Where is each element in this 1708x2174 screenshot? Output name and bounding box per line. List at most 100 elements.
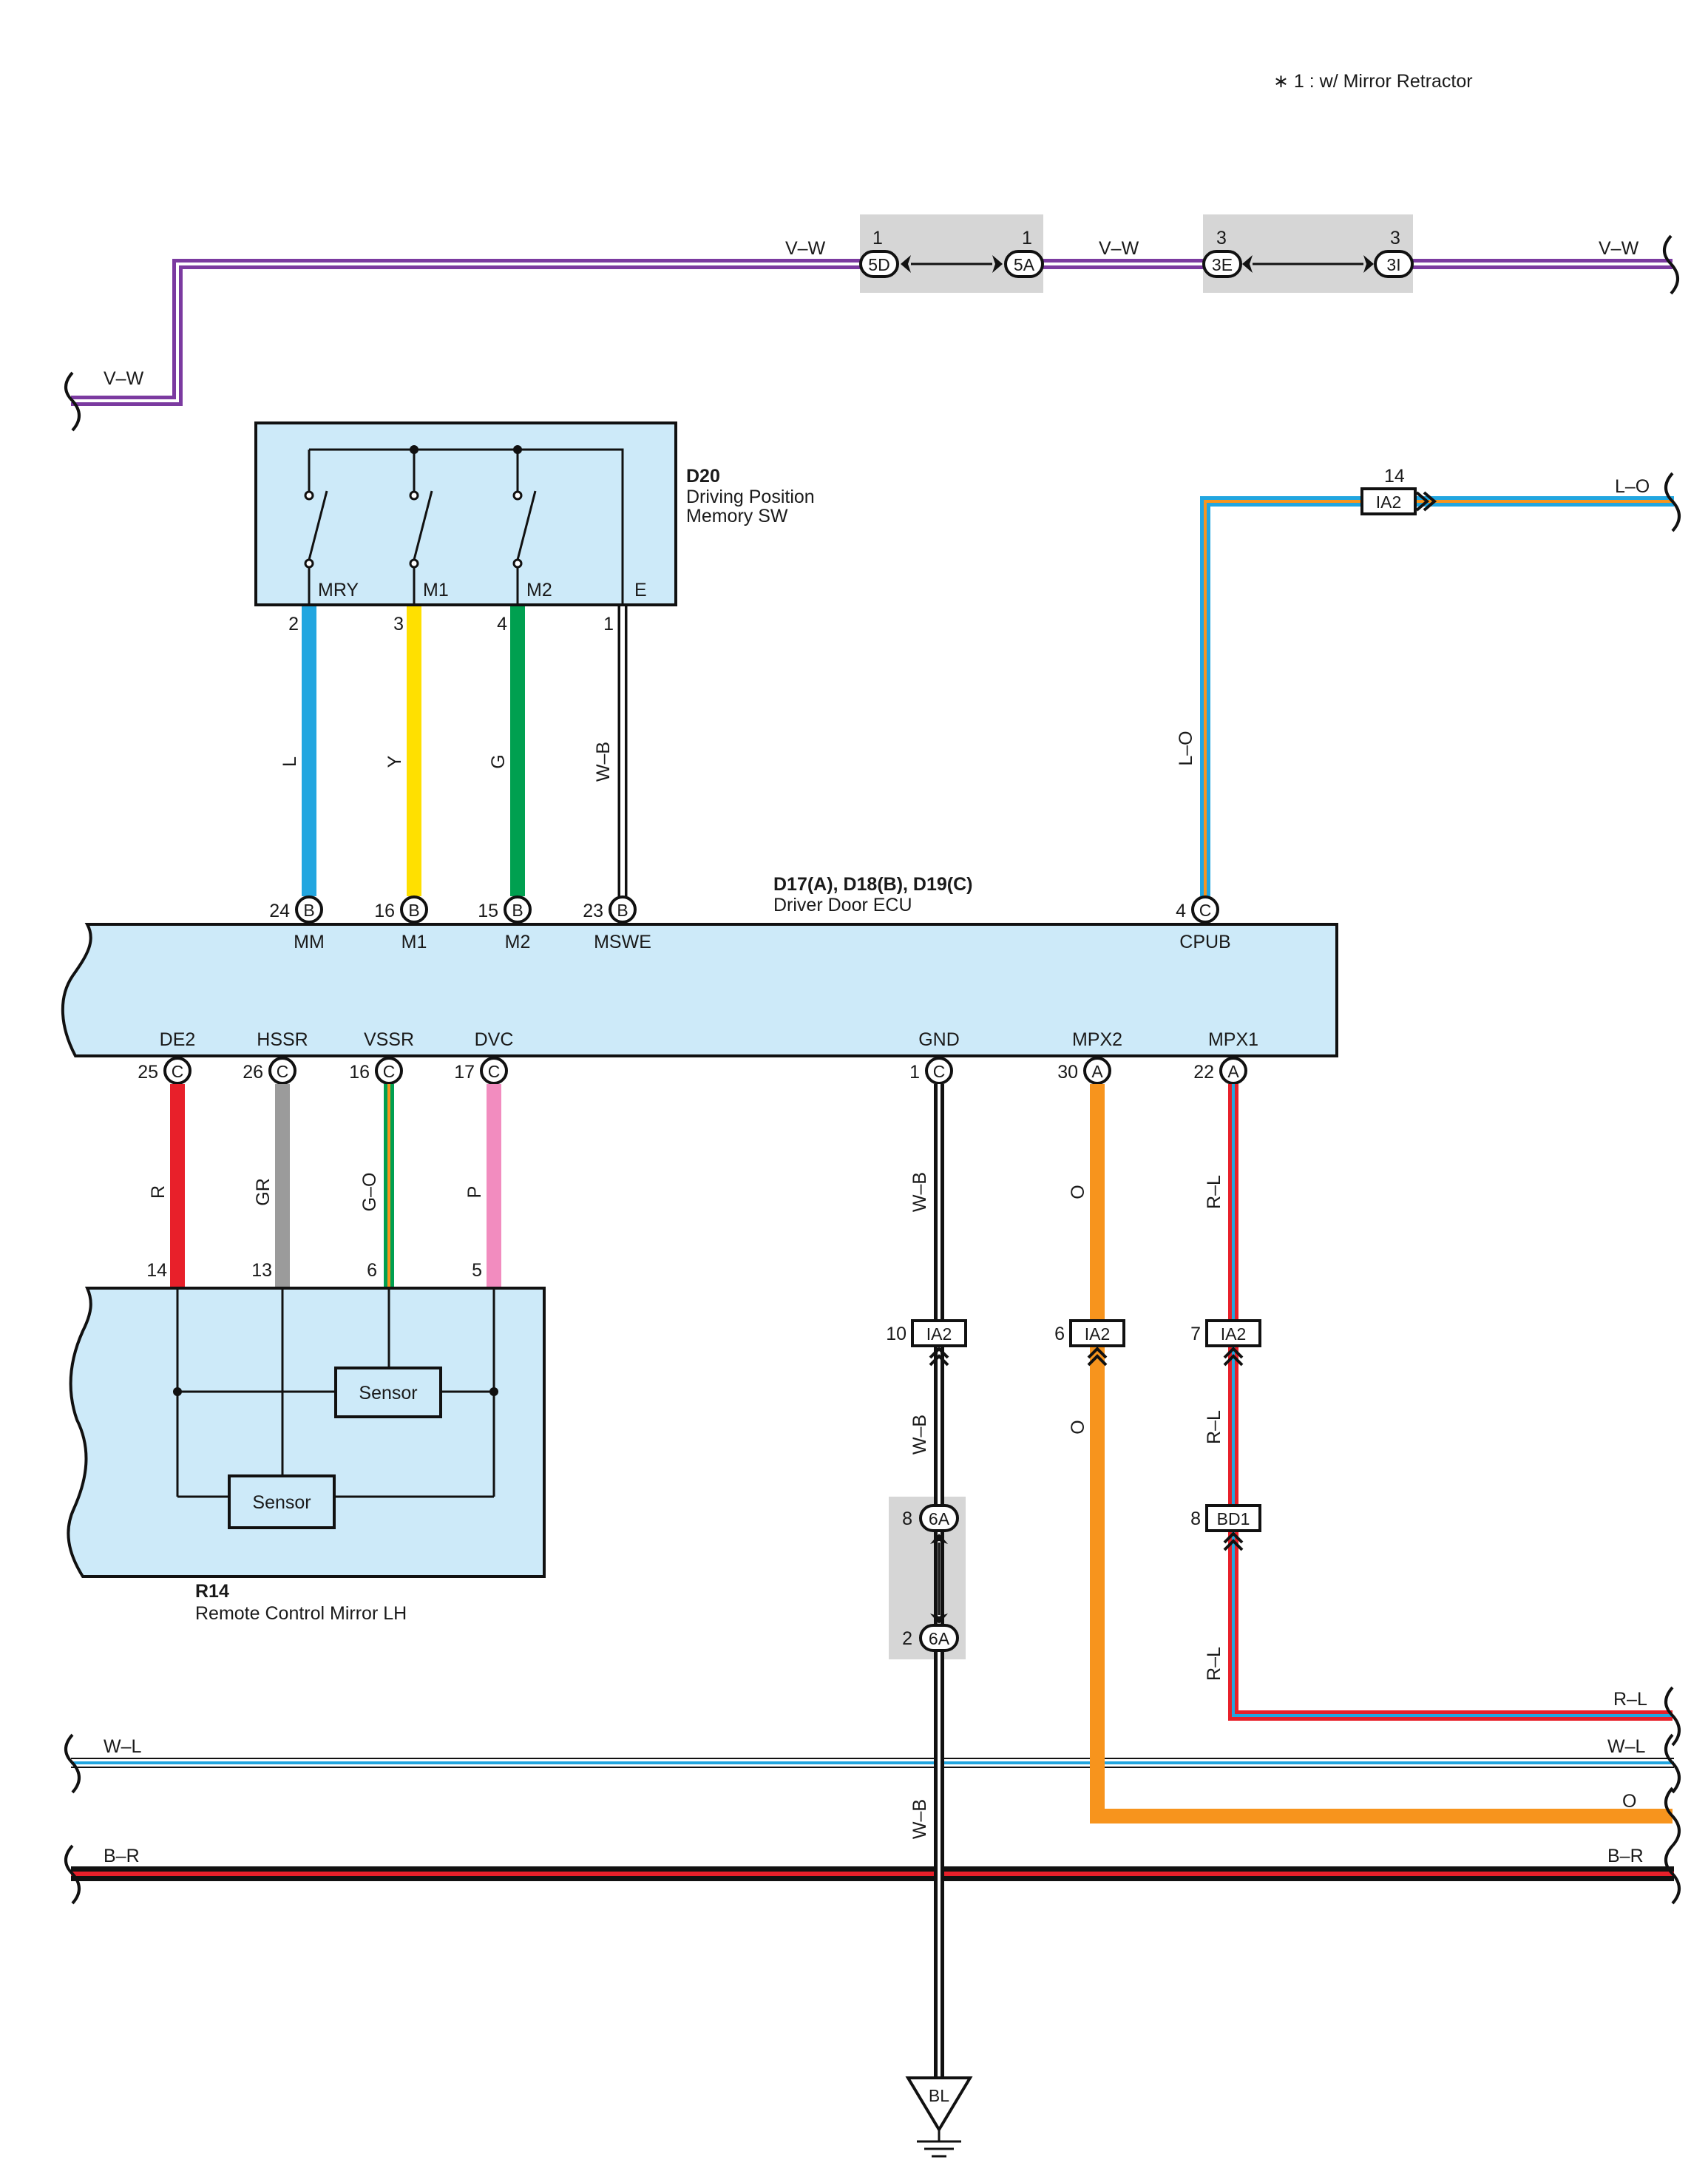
terminal-label: VSSR [364, 1029, 414, 1050]
pin-number: 7 [1190, 1324, 1201, 1344]
wire-break-mark [1664, 472, 1681, 532]
pin-number: 14 [1384, 466, 1405, 487]
wire-label-wb: W–B [909, 1799, 930, 1839]
connector-id: 5D [868, 255, 889, 274]
ecu-bottom-pin-vssr: VSSR C 16 [349, 1029, 414, 1085]
pin-number: 4 [497, 614, 507, 634]
ecu-code: D17(A), D18(B), D19(C) [773, 874, 972, 895]
pin-number: 3 [1216, 228, 1227, 248]
remote-control-mirror: Sensor Sensor R14 Remote Control Mirror … [67, 1287, 546, 1624]
mpx2-branch: O IA2 6 O O [1054, 1084, 1681, 1847]
ecu-top-pin-mm: B 24 MM [269, 895, 325, 952]
pin-number: 26 [243, 1062, 263, 1083]
terminal-label: M2 [526, 580, 552, 600]
pin-number: 25 [138, 1062, 158, 1083]
ecu-bottom-pin-dvc: DVC C 17 [454, 1029, 513, 1085]
d20-name: Memory SW [686, 506, 788, 526]
pin-number: 6 [1054, 1324, 1065, 1344]
terminal-label: M1 [401, 932, 427, 952]
pin-number: 5 [472, 1260, 482, 1281]
ecu-bottom-pin-mpx2: MPX2 A 30 [1057, 1029, 1122, 1085]
wire-label-wl: W–L [1607, 1736, 1646, 1757]
ecu-bottom-pin-mpx1: MPX1 A 22 [1193, 1029, 1258, 1085]
wire-break-mark [1664, 1787, 1681, 1847]
wire-label-rl: R–L [1613, 1689, 1647, 1710]
terminal-label: MPX1 [1208, 1029, 1258, 1050]
pin-number: 10 [886, 1324, 906, 1344]
connector-ia2: IA2 [1376, 492, 1402, 512]
ecu-top-pin-mswe: B 23 MSWE [583, 895, 651, 952]
pin-number: 4 [1176, 901, 1186, 921]
wire-label-vw: V–W [104, 368, 144, 389]
connector-ia2: IA2 [926, 1324, 952, 1344]
pin-number: 23 [583, 901, 603, 921]
wire-label-lo: L–O [1176, 731, 1196, 765]
terminal-label: MSWE [594, 932, 651, 952]
wire-label-wb: W–B [593, 742, 614, 782]
wire-break-mark [1664, 1844, 1681, 1905]
pin-number: 8 [902, 1508, 912, 1529]
pin-number: 13 [251, 1260, 272, 1281]
terminal-label: DE2 [160, 1029, 196, 1050]
connector-3e-3i: 3 3E 3 3I [1202, 228, 1414, 278]
sensor-label: Sensor [252, 1492, 311, 1513]
ecu-box [61, 923, 1338, 1057]
pin-number: 24 [269, 901, 290, 921]
terminal-label: MPX2 [1072, 1029, 1122, 1050]
pin-number: 1 [909, 1062, 920, 1083]
mpx1-branch: R–L IA2 7 R–L BD1 8 R–L R–L [1190, 1084, 1681, 1747]
connector-id: 3E [1212, 255, 1233, 274]
driver-door-ecu: D17(A), D18(B), D19(C) Driver Door ECU B… [61, 874, 1338, 1085]
connector-bd1: BD1 [1217, 1509, 1250, 1528]
pin-number: 17 [454, 1062, 475, 1083]
wire-label-wl: W–L [104, 1736, 142, 1757]
wire-label-o: O [1068, 1185, 1088, 1199]
wire-break-mark [64, 371, 81, 432]
wire-label-p: P [464, 1186, 485, 1199]
terminal-label: HSSR [257, 1029, 308, 1050]
connector-5d-5a: 1 5D 1 5A [859, 228, 1044, 278]
connector-id: 3I [1386, 255, 1400, 274]
ecu-name: Driver Door ECU [773, 895, 912, 915]
wire-label-gr: GR [253, 1178, 274, 1206]
wire-label-go: G–O [359, 1173, 380, 1212]
connector-letter: B [303, 901, 314, 920]
wire-label-wb: W–B [909, 1172, 930, 1212]
d20-box [254, 421, 677, 606]
ecu-bottom-pin-gnd: GND C 1 [909, 1029, 960, 1085]
pin-number: 3 [393, 614, 404, 634]
wire-label-y: Y [384, 755, 405, 768]
connector-letter: C [383, 1062, 396, 1081]
ecu-top-pin-m1: B 16 M1 [374, 895, 428, 952]
d20-code: D20 [686, 466, 720, 487]
d20-name: Driving Position [686, 487, 815, 507]
wire-label-vw: V–W [1099, 238, 1139, 259]
wire-break-mark [1663, 234, 1679, 295]
ecu-top-pin-m2: B 15 M2 [478, 895, 532, 952]
bus-lines: W–L W–L B–R B–R [64, 1733, 1681, 1905]
retractor-note: ∗ 1 : w/ Mirror Retractor [1273, 71, 1473, 92]
terminal-label: M1 [423, 580, 449, 600]
connector-ia2: IA2 [1085, 1324, 1111, 1344]
d20-switch: MRY M1 M2 E D20 Driving Position Memory … [254, 421, 815, 606]
connector-letter: C [933, 1062, 946, 1081]
connector-6a: 6A [929, 1509, 950, 1528]
pin-number: 14 [146, 1260, 167, 1281]
sensor-label: Sensor [359, 1383, 417, 1403]
wire-label-wb: W–B [909, 1415, 930, 1455]
wire-label-l: L [279, 756, 300, 767]
pin-number: 8 [1190, 1508, 1201, 1529]
wire-label-rl: R–L [1204, 1410, 1224, 1444]
lo-wire: IA2 14 L–O L–O [1176, 466, 1681, 896]
connector-ia2: IA2 [1221, 1324, 1247, 1344]
wire-label-g: G [488, 754, 509, 768]
pin-number: 6 [367, 1260, 377, 1281]
wire-label-vw: V–W [785, 238, 826, 259]
connector-letter: C [172, 1062, 184, 1081]
sensor-block [228, 1474, 336, 1529]
wire-break-mark [1664, 1733, 1681, 1794]
mirror-name: Remote Control Mirror LH [195, 1603, 407, 1624]
ground-icon [905, 2076, 973, 2133]
connector-6a: 6A [929, 1629, 950, 1648]
